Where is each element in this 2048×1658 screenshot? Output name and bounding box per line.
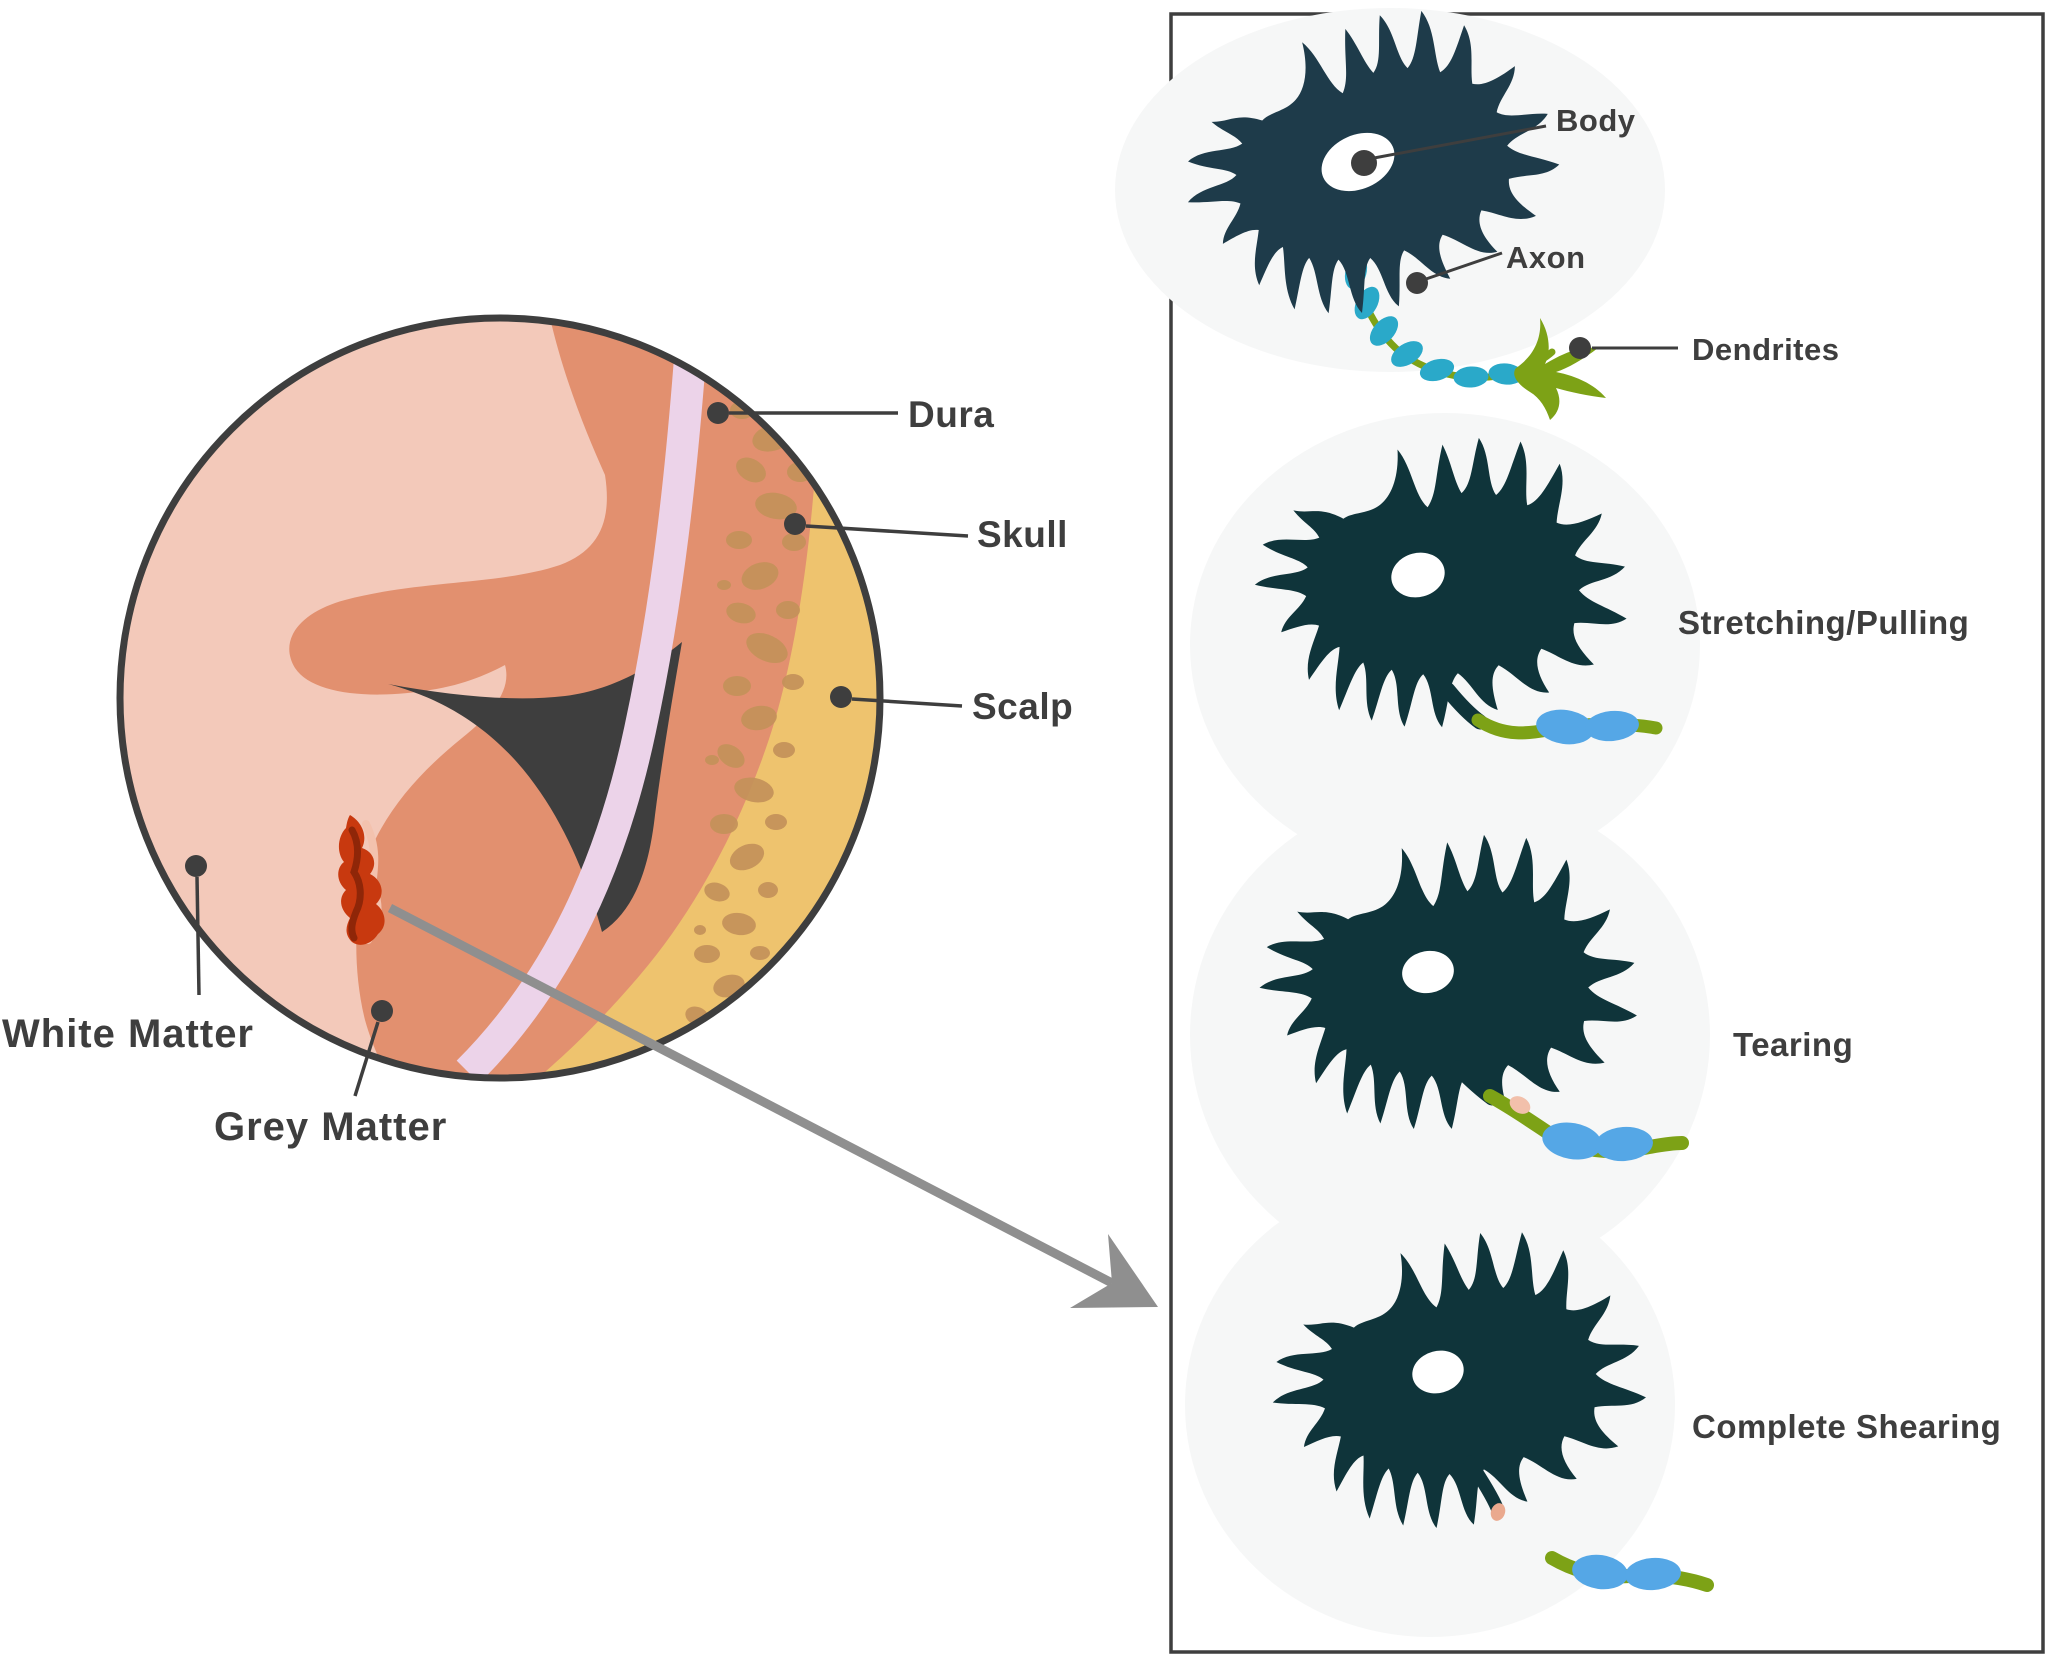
label-stage-complete-shearing: Complete Shearing <box>1692 1408 2001 1445</box>
label-grey-matter: Grey Matter <box>214 1105 447 1149</box>
white-matter-dot <box>185 855 207 877</box>
dura-dot <box>707 402 729 424</box>
myelin-segments-blue <box>1536 709 1639 745</box>
axon-dot <box>1406 272 1428 294</box>
neuron-sheared: Complete Shearing <box>1264 1224 2001 1592</box>
neuron-stretching: Stretching/Pulling <box>1247 426 1969 745</box>
label-scalp: Scalp <box>972 686 1073 727</box>
dendrites-shape <box>1514 318 1606 420</box>
dendrites-dot <box>1569 337 1591 359</box>
lesion-pointer-arrow <box>387 904 1158 1308</box>
brain-leaders <box>195 411 969 1097</box>
skull-dot <box>784 513 806 535</box>
neuron-nucleus <box>1402 950 1454 994</box>
body-dot <box>1351 150 1377 176</box>
label-body: Body <box>1556 103 1636 138</box>
label-stage-tearing: Tearing <box>1733 1026 1853 1063</box>
brain-cross-section: Dura Skull Scalp White Matter Grey Matte… <box>2 314 1158 1308</box>
label-dendrites: Dendrites <box>1692 332 1839 367</box>
label-white-matter: White Matter <box>2 1012 254 1056</box>
neuron-healthy: Body Axon Dendrites <box>1165 0 1839 420</box>
brain-leader-dots <box>185 402 852 1022</box>
myelin-segments-blue <box>1572 1554 1681 1591</box>
neuron-injury-panel: Body Axon Dendrites Stretching/Pulling <box>1115 0 2045 1654</box>
grey-matter-dot <box>371 1000 393 1022</box>
scalp-dot <box>830 686 852 708</box>
brain-lesion <box>338 815 385 945</box>
label-skull: Skull <box>977 514 1068 555</box>
neuron-nucleus <box>1412 1350 1464 1394</box>
dura-band <box>456 330 708 1078</box>
tear-notch <box>1509 1096 1531 1114</box>
neuron-nucleus <box>1391 552 1445 598</box>
label-dura: Dura <box>908 394 994 435</box>
label-axon: Axon <box>1506 240 1586 275</box>
severed-tip <box>1490 1503 1506 1521</box>
myelin-segments-blue <box>1542 1122 1653 1162</box>
label-stage-stretching: Stretching/Pulling <box>1678 604 1969 641</box>
neuron-tearing: Tearing <box>1254 827 1853 1162</box>
cross-section-outline <box>116 314 884 1082</box>
